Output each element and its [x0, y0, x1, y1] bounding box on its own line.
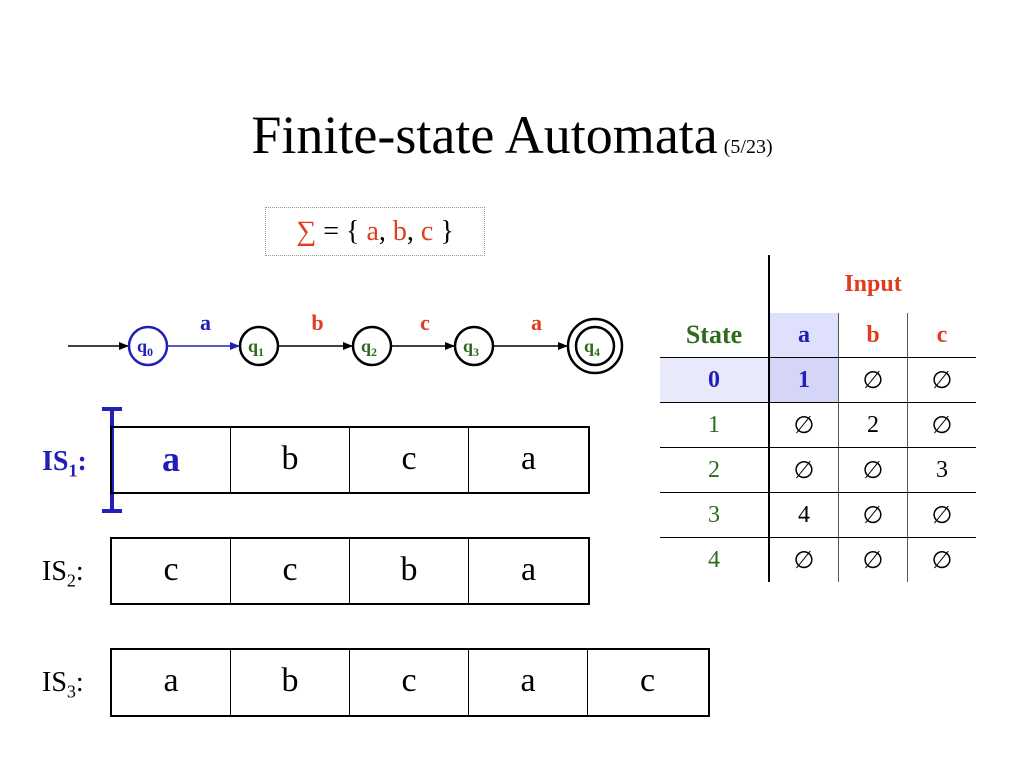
input-string-label: IS3:: [42, 667, 84, 702]
transition-cell: ∅: [907, 357, 976, 403]
table-row: 2 ∅ ∅ 3: [660, 447, 976, 493]
input-string-tape: a b c a c: [110, 648, 710, 717]
alphabet-symbol-a: a: [366, 216, 379, 247]
symbol-header-b: b: [838, 313, 908, 358]
alphabet-symbol-b: b: [392, 216, 407, 247]
tape-cell: b: [231, 428, 350, 492]
transition-label: a: [531, 310, 542, 335]
transition-cell: ∅: [907, 492, 976, 538]
transition-label: c: [420, 310, 430, 335]
input-string-tape: c c b a: [110, 537, 590, 605]
transition-label: b: [311, 310, 323, 335]
tape-cell: c: [350, 428, 469, 492]
table-row: 3 4 ∅ ∅: [660, 492, 976, 538]
table-row: 4 ∅ ∅ ∅: [660, 537, 976, 582]
state-label: q4: [584, 336, 600, 359]
transition-cell: ∅: [838, 447, 908, 493]
tape-cell: a: [112, 650, 231, 715]
alphabet-symbol-c: c: [420, 216, 434, 247]
transition-cell: ∅: [768, 537, 839, 582]
state-circle: [453, 325, 495, 367]
transition-cell: ∅: [838, 357, 908, 403]
state-node-q2: q2: [351, 325, 393, 367]
read-head-bracket-icon: [102, 407, 122, 513]
page-counter: (5/23): [723, 136, 773, 158]
automaton-diagram: a b c a q0 q1 q2 q3 q4: [68, 310, 624, 375]
transition-table: Input State a b c 0 1 ∅ ∅ 1 ∅ 2 ∅ 2 ∅ ∅ …: [660, 255, 976, 582]
state-label: q2: [361, 336, 377, 359]
tape-cell: b: [231, 650, 350, 715]
alphabet-equals: = {: [323, 216, 360, 247]
input-header: Input: [768, 255, 976, 313]
alphabet-comma: ,: [406, 216, 414, 247]
symbol-header-a: a: [768, 313, 839, 358]
transition-table-container: Input State a b c 0 1 ∅ ∅ 1 ∅ 2 ∅ 2 ∅ ∅ …: [660, 255, 976, 582]
state-label: q0: [137, 336, 153, 359]
table-symbol-header-row: State a b c: [660, 313, 976, 358]
state-label: q1: [248, 336, 264, 359]
tape-cell: c: [231, 539, 350, 603]
transition-cell: ∅: [838, 537, 908, 582]
state-circle: [238, 325, 280, 367]
transition-cell: ∅: [838, 492, 908, 538]
state-cell: 2: [660, 447, 769, 493]
state-node-q0: q0: [127, 325, 169, 367]
tape-cell: a: [469, 650, 588, 715]
state-label: q3: [463, 336, 479, 359]
symbol-header-c: c: [907, 313, 976, 358]
input-string-label: IS1:: [42, 446, 87, 481]
transition-cell: ∅: [907, 537, 976, 582]
state-circle: [574, 325, 616, 367]
alphabet-comma: ,: [378, 216, 386, 247]
transition-cell: ∅: [907, 402, 976, 448]
state-node-q4: q4: [566, 317, 624, 375]
transition-cell: 1: [768, 357, 839, 403]
input-string-tape: a b c a: [110, 426, 590, 494]
table-row: 0 1 ∅ ∅: [660, 357, 976, 403]
title-text: Finite-state Automata: [251, 105, 718, 165]
state-node-q1: q1: [238, 325, 280, 367]
transition-cell: 4: [768, 492, 839, 538]
transition-label: a: [200, 310, 211, 335]
transition-cell: ∅: [768, 402, 839, 448]
state-cell: 4: [708, 546, 720, 573]
transition-cell: ∅: [768, 447, 839, 493]
tape-cell: a: [520, 551, 537, 588]
slide-title: Finite-state Automata(5/23): [0, 100, 1024, 182]
state-cell: 3: [660, 492, 769, 538]
state-cell: 1: [660, 402, 769, 448]
tape-cell: c: [639, 662, 656, 699]
input-string-label: IS2:: [42, 556, 84, 591]
state-circle: [127, 325, 169, 367]
transition-cell: 2: [838, 402, 908, 448]
tape-cell: a: [520, 440, 537, 477]
state-circle: [351, 325, 393, 367]
tape-cell: c: [112, 539, 231, 603]
sigma-symbol: ∑: [296, 216, 317, 247]
tape-cell: b: [350, 539, 469, 603]
table-input-header-row: Input: [660, 255, 976, 313]
tape-cell: a: [112, 428, 231, 492]
state-node-q3: q3: [453, 325, 495, 367]
state-cell: 0: [660, 357, 769, 403]
tape-cell: c: [350, 650, 469, 715]
alphabet-definition: ∑ = { a, b, c }: [265, 207, 485, 256]
transition-cell: 3: [907, 447, 976, 493]
state-header: State: [660, 313, 769, 358]
alphabet-close: }: [440, 216, 454, 247]
table-row: 1 ∅ 2 ∅: [660, 402, 976, 448]
